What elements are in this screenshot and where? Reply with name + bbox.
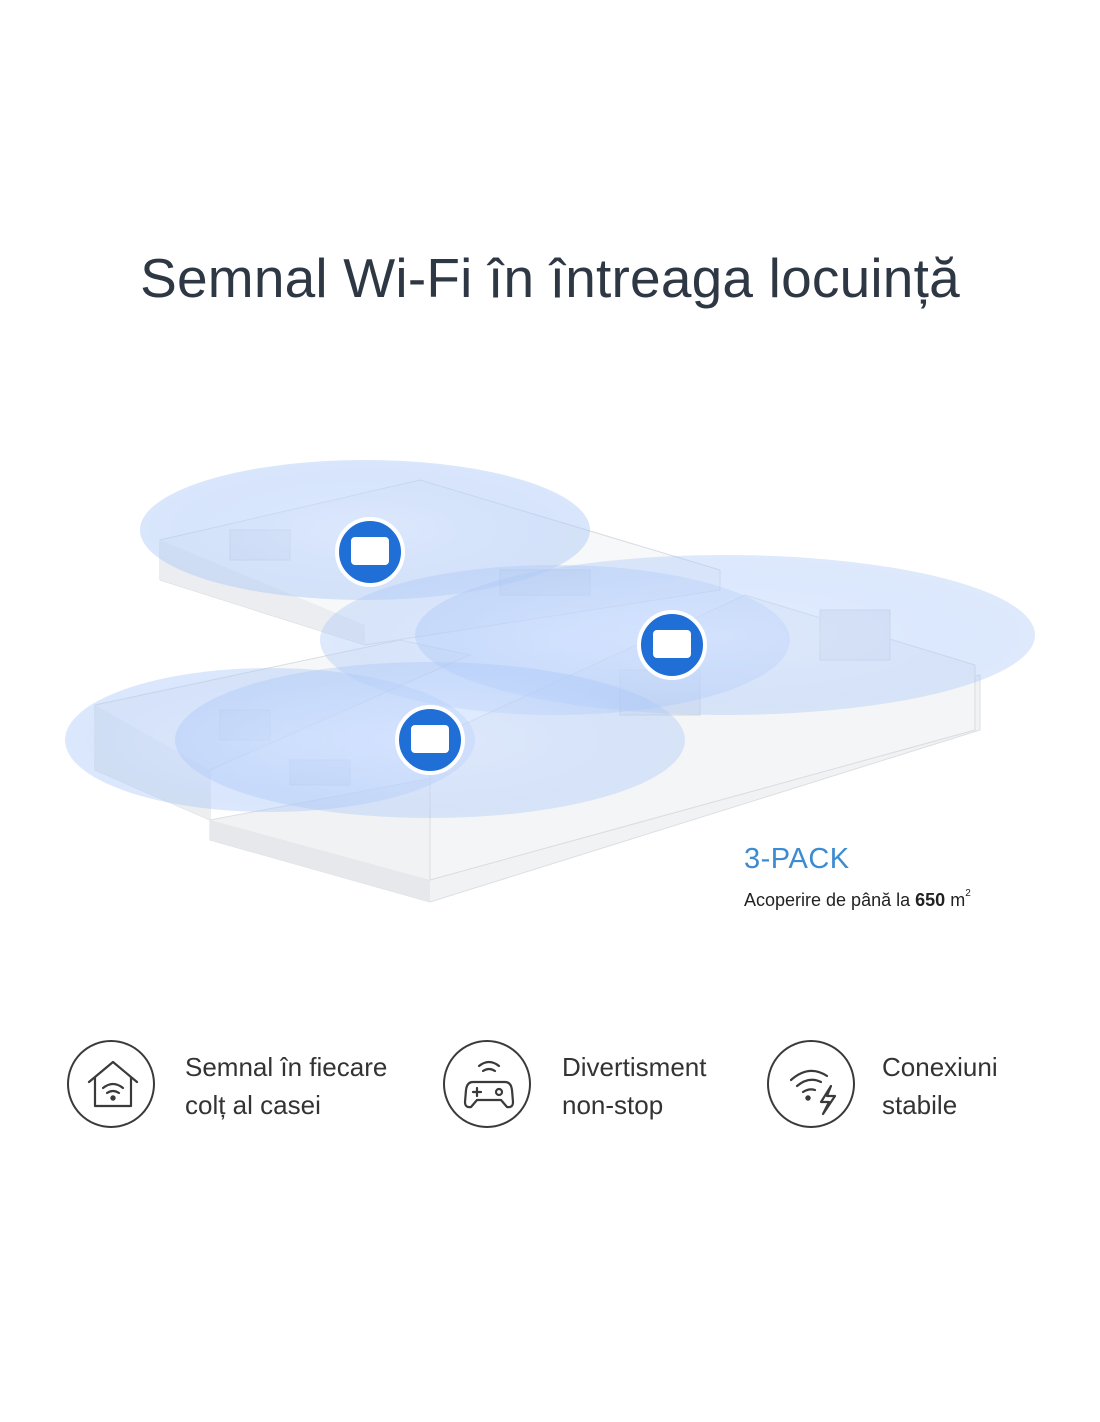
feature-2-line2: non-stop bbox=[562, 1090, 664, 1120]
feature-2-line1: Divertisment bbox=[562, 1052, 707, 1082]
router-badge-top bbox=[335, 517, 405, 587]
router-badge-left bbox=[395, 705, 465, 775]
floor-plan-illustration bbox=[65, 460, 1035, 903]
coverage-text: Acoperire de până la 650 m2 bbox=[744, 888, 971, 911]
coverage-unit: m bbox=[950, 890, 966, 910]
wifi-bolt-icon bbox=[767, 1040, 855, 1128]
coverage-prefix: Acoperire de până la bbox=[744, 890, 911, 910]
page-title: Semnal Wi-Fi în întreaga locuință bbox=[140, 247, 960, 309]
home-wifi-icon bbox=[67, 1040, 155, 1128]
feature-1-line2: colț al casei bbox=[185, 1090, 321, 1120]
feature-1-line1: Semnal în fiecare bbox=[185, 1052, 388, 1082]
pack-label: 3-PACK bbox=[744, 843, 850, 875]
coverage-unit-sup: 2 bbox=[965, 888, 971, 899]
coverage-value: 650 bbox=[915, 890, 946, 910]
feature-3-line2: stabile bbox=[882, 1090, 958, 1120]
router-badge-right bbox=[637, 610, 707, 680]
feature-3-line1: Conexiuni bbox=[882, 1052, 998, 1082]
gamepad-wifi-icon bbox=[443, 1040, 531, 1128]
pack-info: 3-PACK Acoperire de până la 650 m2 bbox=[744, 843, 971, 911]
